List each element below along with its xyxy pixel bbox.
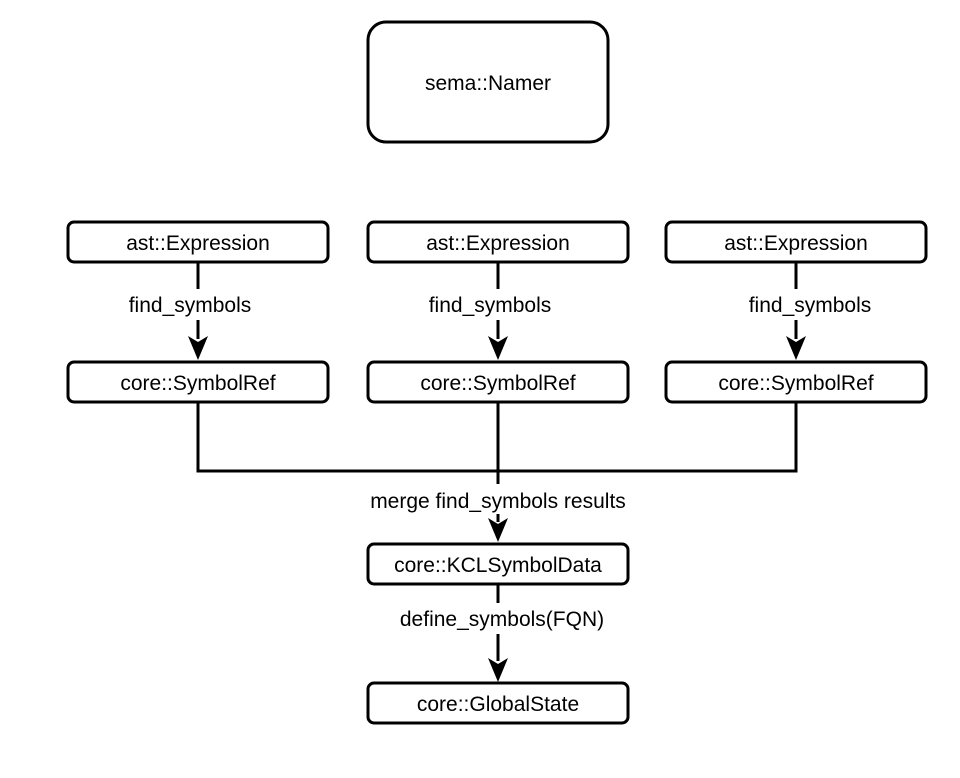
define-symbols-arrowhead [488,658,508,682]
namer-node: sema::Namer [366,20,610,144]
kcl-symbol-data-label: core::KCLSymbolData [394,554,602,577]
symbol-ref-node-2-label: core::SymbolRef [420,372,575,395]
expression-node-1-label: ast::Expression [126,232,270,255]
column-3: ast::Expression find_symbols core::Symbo… [664,220,928,404]
symbol-ref-node-2: core::SymbolRef [366,360,630,404]
global-state-node: core::GlobalState [366,681,630,725]
kcl-symbol-data-node: core::KCLSymbolData [366,542,630,586]
merge-arrowhead [488,518,508,542]
expression-node-2: ast::Expression [366,220,630,264]
merge-label: merge find_symbols results [370,490,626,513]
find-symbols-arrowhead-1 [188,336,208,360]
expression-node-3: ast::Expression [664,220,928,264]
column-2: ast::Expression find_symbols core::Symbo… [366,220,630,404]
find-symbols-arrowhead-2 [488,336,508,360]
symbol-ref-node-1-label: core::SymbolRef [120,372,275,395]
find-symbols-label-1: find_symbols [129,294,252,317]
define-symbols-edge [488,584,508,682]
namer-node-label: sema::Namer [425,72,551,95]
symbol-ref-node-3-label: core::SymbolRef [718,372,873,395]
find-symbols-arrowhead-3 [786,336,806,360]
expression-node-1: ast::Expression [66,220,330,264]
global-state-label: core::GlobalState [417,693,579,716]
expression-node-3-label: ast::Expression [724,232,868,255]
find-symbols-label-2: find_symbols [429,294,552,317]
symbol-ref-node-1: core::SymbolRef [66,360,330,404]
symbol-ref-node-3: core::SymbolRef [664,360,928,404]
define-symbols-label: define_symbols(FQN) [400,608,604,631]
merge-connector [196,402,798,542]
find-symbols-label-3: find_symbols [749,294,872,317]
column-1: ast::Expression find_symbols core::Symbo… [66,220,330,404]
expression-node-2-label: ast::Expression [426,232,570,255]
